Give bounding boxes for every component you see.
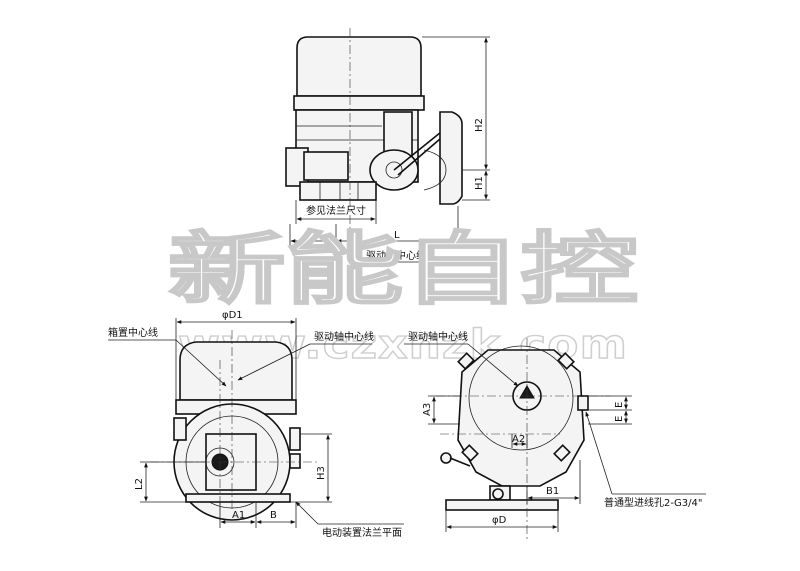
dim-D: φD: [492, 515, 507, 526]
dim-B: B: [270, 510, 277, 521]
dim-A3: A3: [422, 403, 433, 416]
dim-L: L: [394, 230, 400, 241]
box-center-label: 箱置中心线: [108, 326, 158, 339]
side-housing: [457, 349, 585, 487]
dim-L1: L1: [305, 230, 317, 241]
side-base-plate: [445, 499, 559, 511]
flange-plane-label: 电动装置法兰平面: [322, 526, 402, 539]
motor-band: [293, 95, 425, 111]
front-drive-axis-label: 驱动轴中心线: [314, 330, 374, 343]
motor-cover: [296, 36, 422, 97]
side-view: 驱动轴中心线 A3 A2 E E B1 普通型进线孔2-G3/4": [404, 330, 706, 540]
dim-A2: A2: [512, 434, 525, 445]
handwheel-rim: [439, 111, 463, 205]
top-view: H2 H1 参见法兰尺寸 L1 L 驱动轴中心线: [285, 28, 490, 263]
flange-ref-label: 参见法兰尺寸: [306, 204, 366, 217]
base-plate: [299, 181, 377, 201]
dim-H3: H3: [316, 466, 327, 480]
dim-H2: H2: [474, 118, 485, 132]
top-drive-axis-label: 驱动轴中心线: [366, 249, 426, 262]
dim-E-upper: E: [614, 402, 625, 408]
dim-A1: A1: [232, 510, 245, 521]
side-drive-axis-label: 驱动轴中心线: [408, 330, 468, 343]
watermark-brand: 新能自控: [168, 224, 638, 315]
dim-D1: φD1: [222, 310, 243, 321]
coupling: [303, 151, 349, 181]
cable-entry-label: 普通型进线孔2-G3/4": [604, 496, 702, 509]
front-motor-cover: [179, 341, 293, 401]
dim-H1: H1: [474, 176, 485, 190]
dim-L2: L2: [134, 478, 145, 490]
front-view: φD1 箱置中心线 驱动轴中心线 L2 H3 A1 B 电动装置法兰平面: [108, 310, 404, 539]
dim-B1: B1: [546, 486, 559, 497]
dim-E-lower: E: [614, 416, 625, 422]
